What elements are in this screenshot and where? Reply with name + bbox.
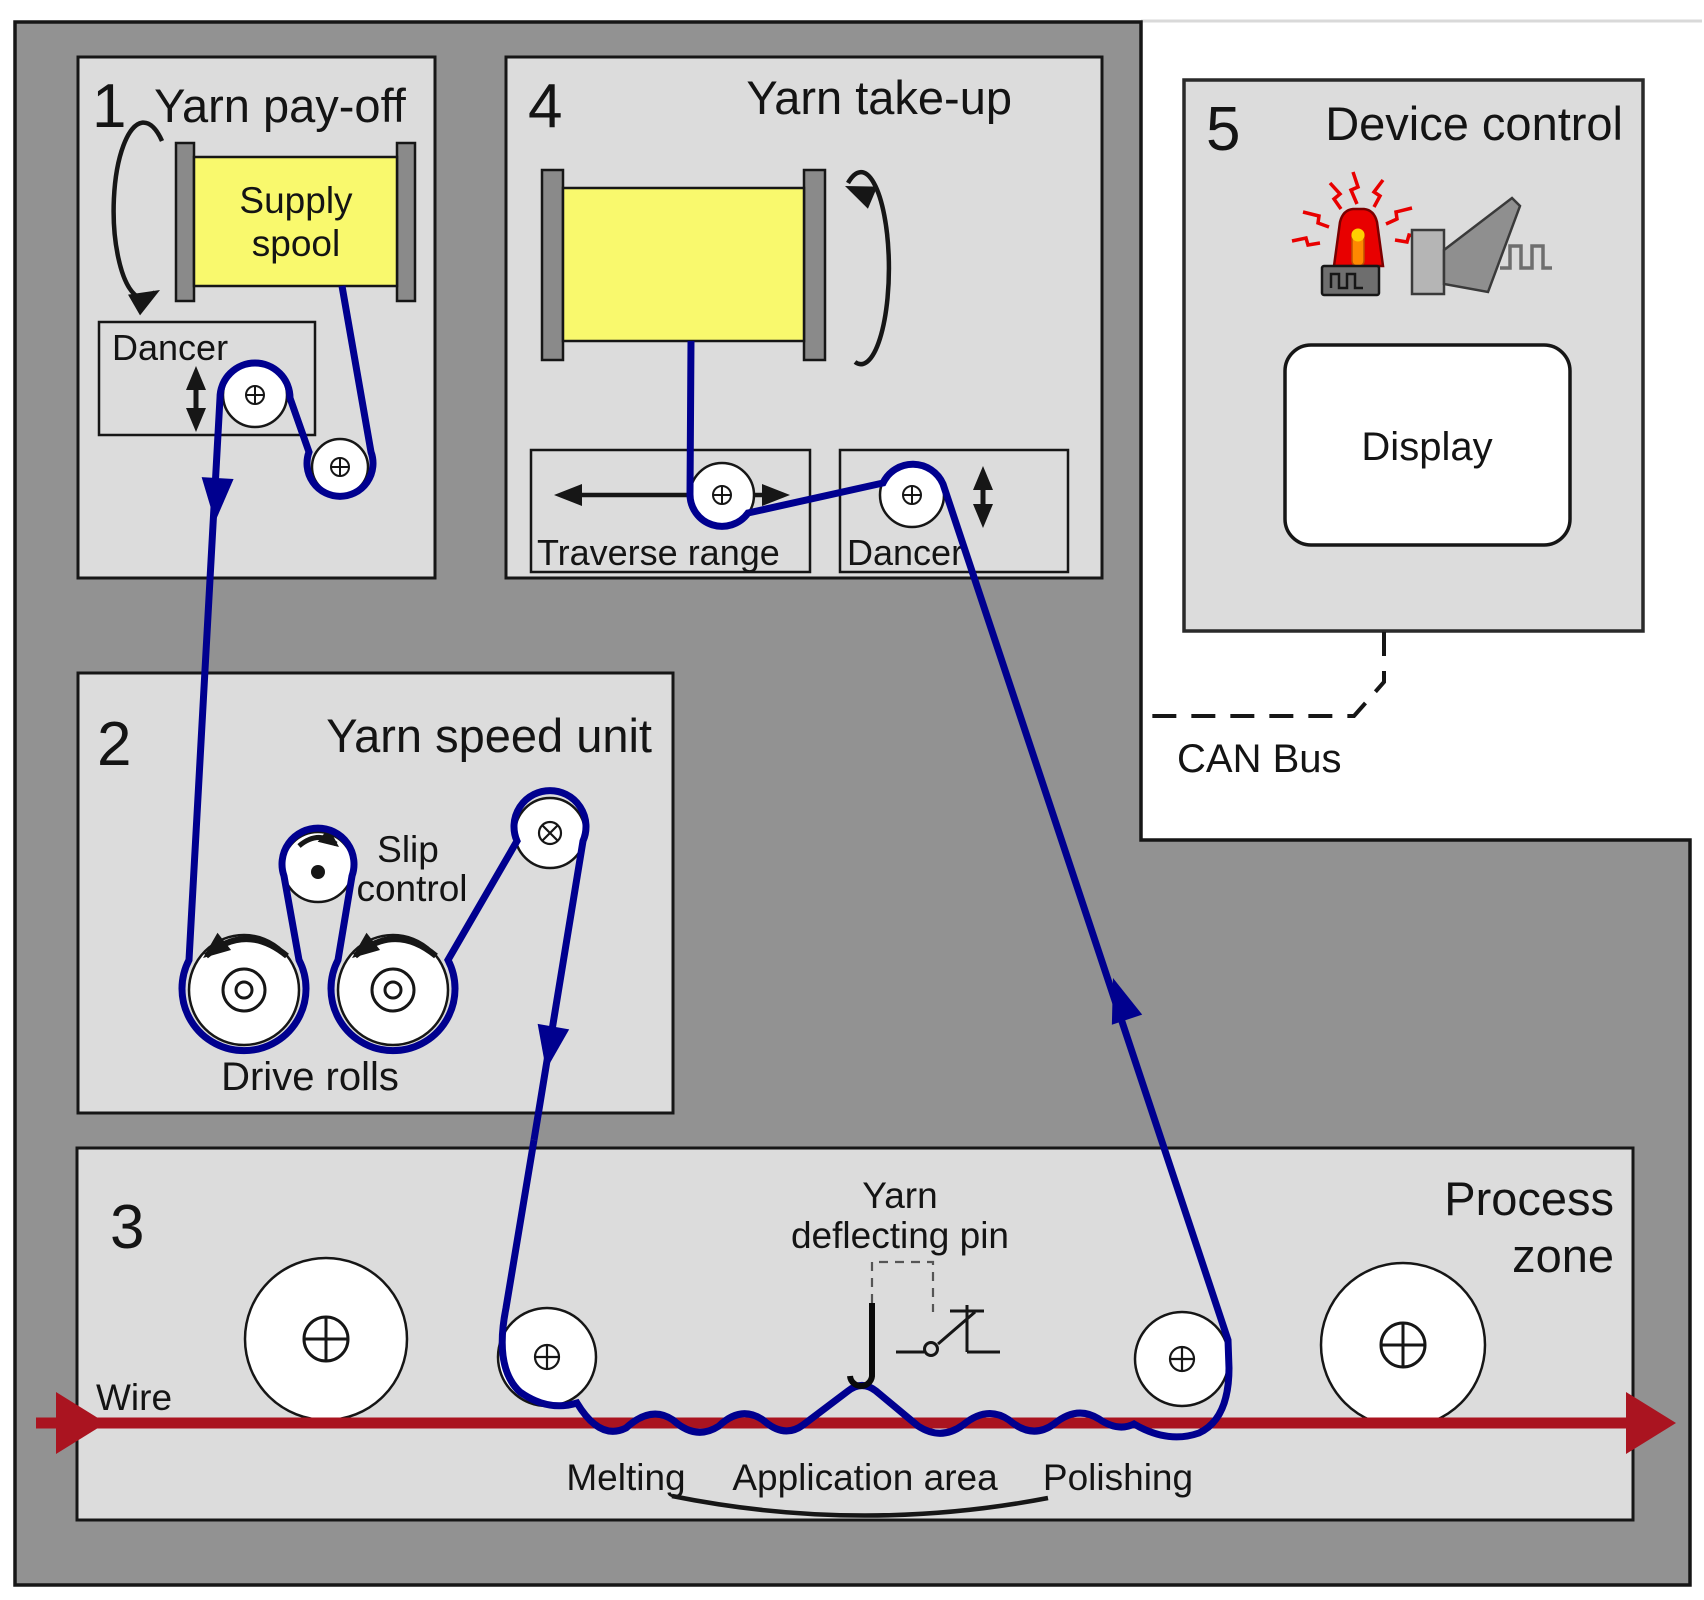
display-screen [1283,343,1572,547]
rotation-arrowhead [845,186,878,209]
alarm-beacon-icon [1291,171,1424,297]
updown-arrowhead-top [186,366,206,390]
panel-device-control: 5 Device control [1182,78,1645,633]
panel-yarn-speed-unit: 2 Yarn speed unit Slip control Drive rol… [76,671,675,1115]
pulley-axis-icon [902,485,922,505]
traverse-arrowhead-left [554,484,582,506]
application-area-label: Application area [732,1457,998,1498]
polishing-label: Polishing [1043,1457,1193,1498]
drive-rolls-label: Drive rolls [221,1055,399,1099]
takeup-flange-right [802,168,827,362]
device-title: Device control [1325,97,1623,150]
spool-flange-left [174,141,196,303]
updown-arrowhead-bottom [186,408,206,432]
supply-spool-label-2: spool [252,223,340,264]
speed-number: 2 [97,710,131,779]
pulley-axis-icon [537,820,563,846]
updown-arrowhead-bottom [973,504,993,528]
speed-title: Yarn speed unit [326,709,652,762]
takeup-title: Yarn take-up [746,71,1012,124]
pulley-axis-icon [1379,1321,1427,1369]
pulse-wave-icon [1329,272,1363,290]
signal-horn-icon [1410,196,1552,296]
process-title-2: zone [1512,1229,1614,1282]
can-bus-line-icon [1141,632,1386,718]
slip-label-1: Slip [377,829,439,870]
drive-roll-left-axle [234,980,254,1000]
wire-arrowhead-right [1626,1392,1676,1454]
pulley-axis-icon [712,485,732,505]
wire-arrowhead-left [56,1392,106,1454]
traverse-arrowhead-right [762,484,790,506]
yarn-deflecting-pin-group [847,1303,1000,1390]
can-bus-label: CAN Bus [1177,737,1342,781]
pulley-axis-icon [533,1343,561,1371]
yarn-arrowhead-down [537,1023,570,1070]
switch-icon [896,1305,1000,1357]
pin-label-2: deflecting pin [791,1215,1009,1256]
takeup-spool [561,186,806,343]
pulse-wave-icon [1500,244,1552,270]
payoff-panel [76,55,437,580]
drive-roll-right-hub [370,967,416,1013]
drive-roll-right-axle [383,980,403,1000]
payoff-number: 1 [92,72,126,141]
display-label: Display [1361,425,1492,469]
supply-spool [192,155,399,288]
pulley-axis-icon [302,1315,350,1363]
deflecting-pin-icon [847,1303,876,1390]
panel-yarn-payoff: 1 Yarn pay-off Supply spool Dancer [76,55,437,580]
takeup-flange-left [540,168,565,362]
drive-roll-right [336,933,450,1047]
yarn-segment-payoff-to-speed [178,285,590,1141]
updown-arrowhead-top [973,466,993,490]
drive-roll-left [187,933,301,1047]
pulley-axis-icon [330,457,350,477]
takeup-dancer-label: Dancer [847,532,963,573]
yarn-segment-process-to-takeup [498,340,1233,1441]
yarn-direction-arrows [201,477,1143,1070]
wire-label: Wire [96,1377,172,1418]
application-span-arc [671,1493,1049,1518]
wire-path [36,1392,1676,1454]
panel-process-zone: 3 Process zone Wire Melting Application … [75,1146,1635,1522]
slip-label-2: control [356,868,467,909]
roll-rotation-arrowhead [352,932,381,958]
supply-spool-label-1: Supply [239,180,353,221]
pin-callout-dashes [870,1260,935,1312]
payoff-title: Yarn pay-off [154,79,407,132]
takeup-number: 4 [528,72,562,141]
slip-rotation-arrowhead [317,827,339,847]
device-number: 5 [1206,95,1240,164]
pin-label-1: Yarn [862,1175,937,1216]
pulley-axis-icon [1168,1345,1196,1373]
rotation-arrowhead [128,290,160,316]
pulley-axis-icon [245,385,265,405]
yarn-path [178,285,1233,1441]
yarn-arrowhead-up [1111,978,1143,1025]
drive-roll-left-hub [221,967,267,1013]
traverse-range-label: Traverse range [537,532,780,573]
yarn-arrowhead-down [201,477,234,522]
payoff-dancer-label: Dancer [112,327,228,368]
rotation-arrow-icon [846,169,892,367]
melting-label: Melting [566,1457,685,1498]
spool-flange-right [395,141,417,303]
roll-rotation-arrowhead [203,932,232,958]
process-title-1: Process [1444,1172,1614,1225]
slip-roller-axle [311,865,325,879]
process-number: 3 [110,1193,144,1262]
